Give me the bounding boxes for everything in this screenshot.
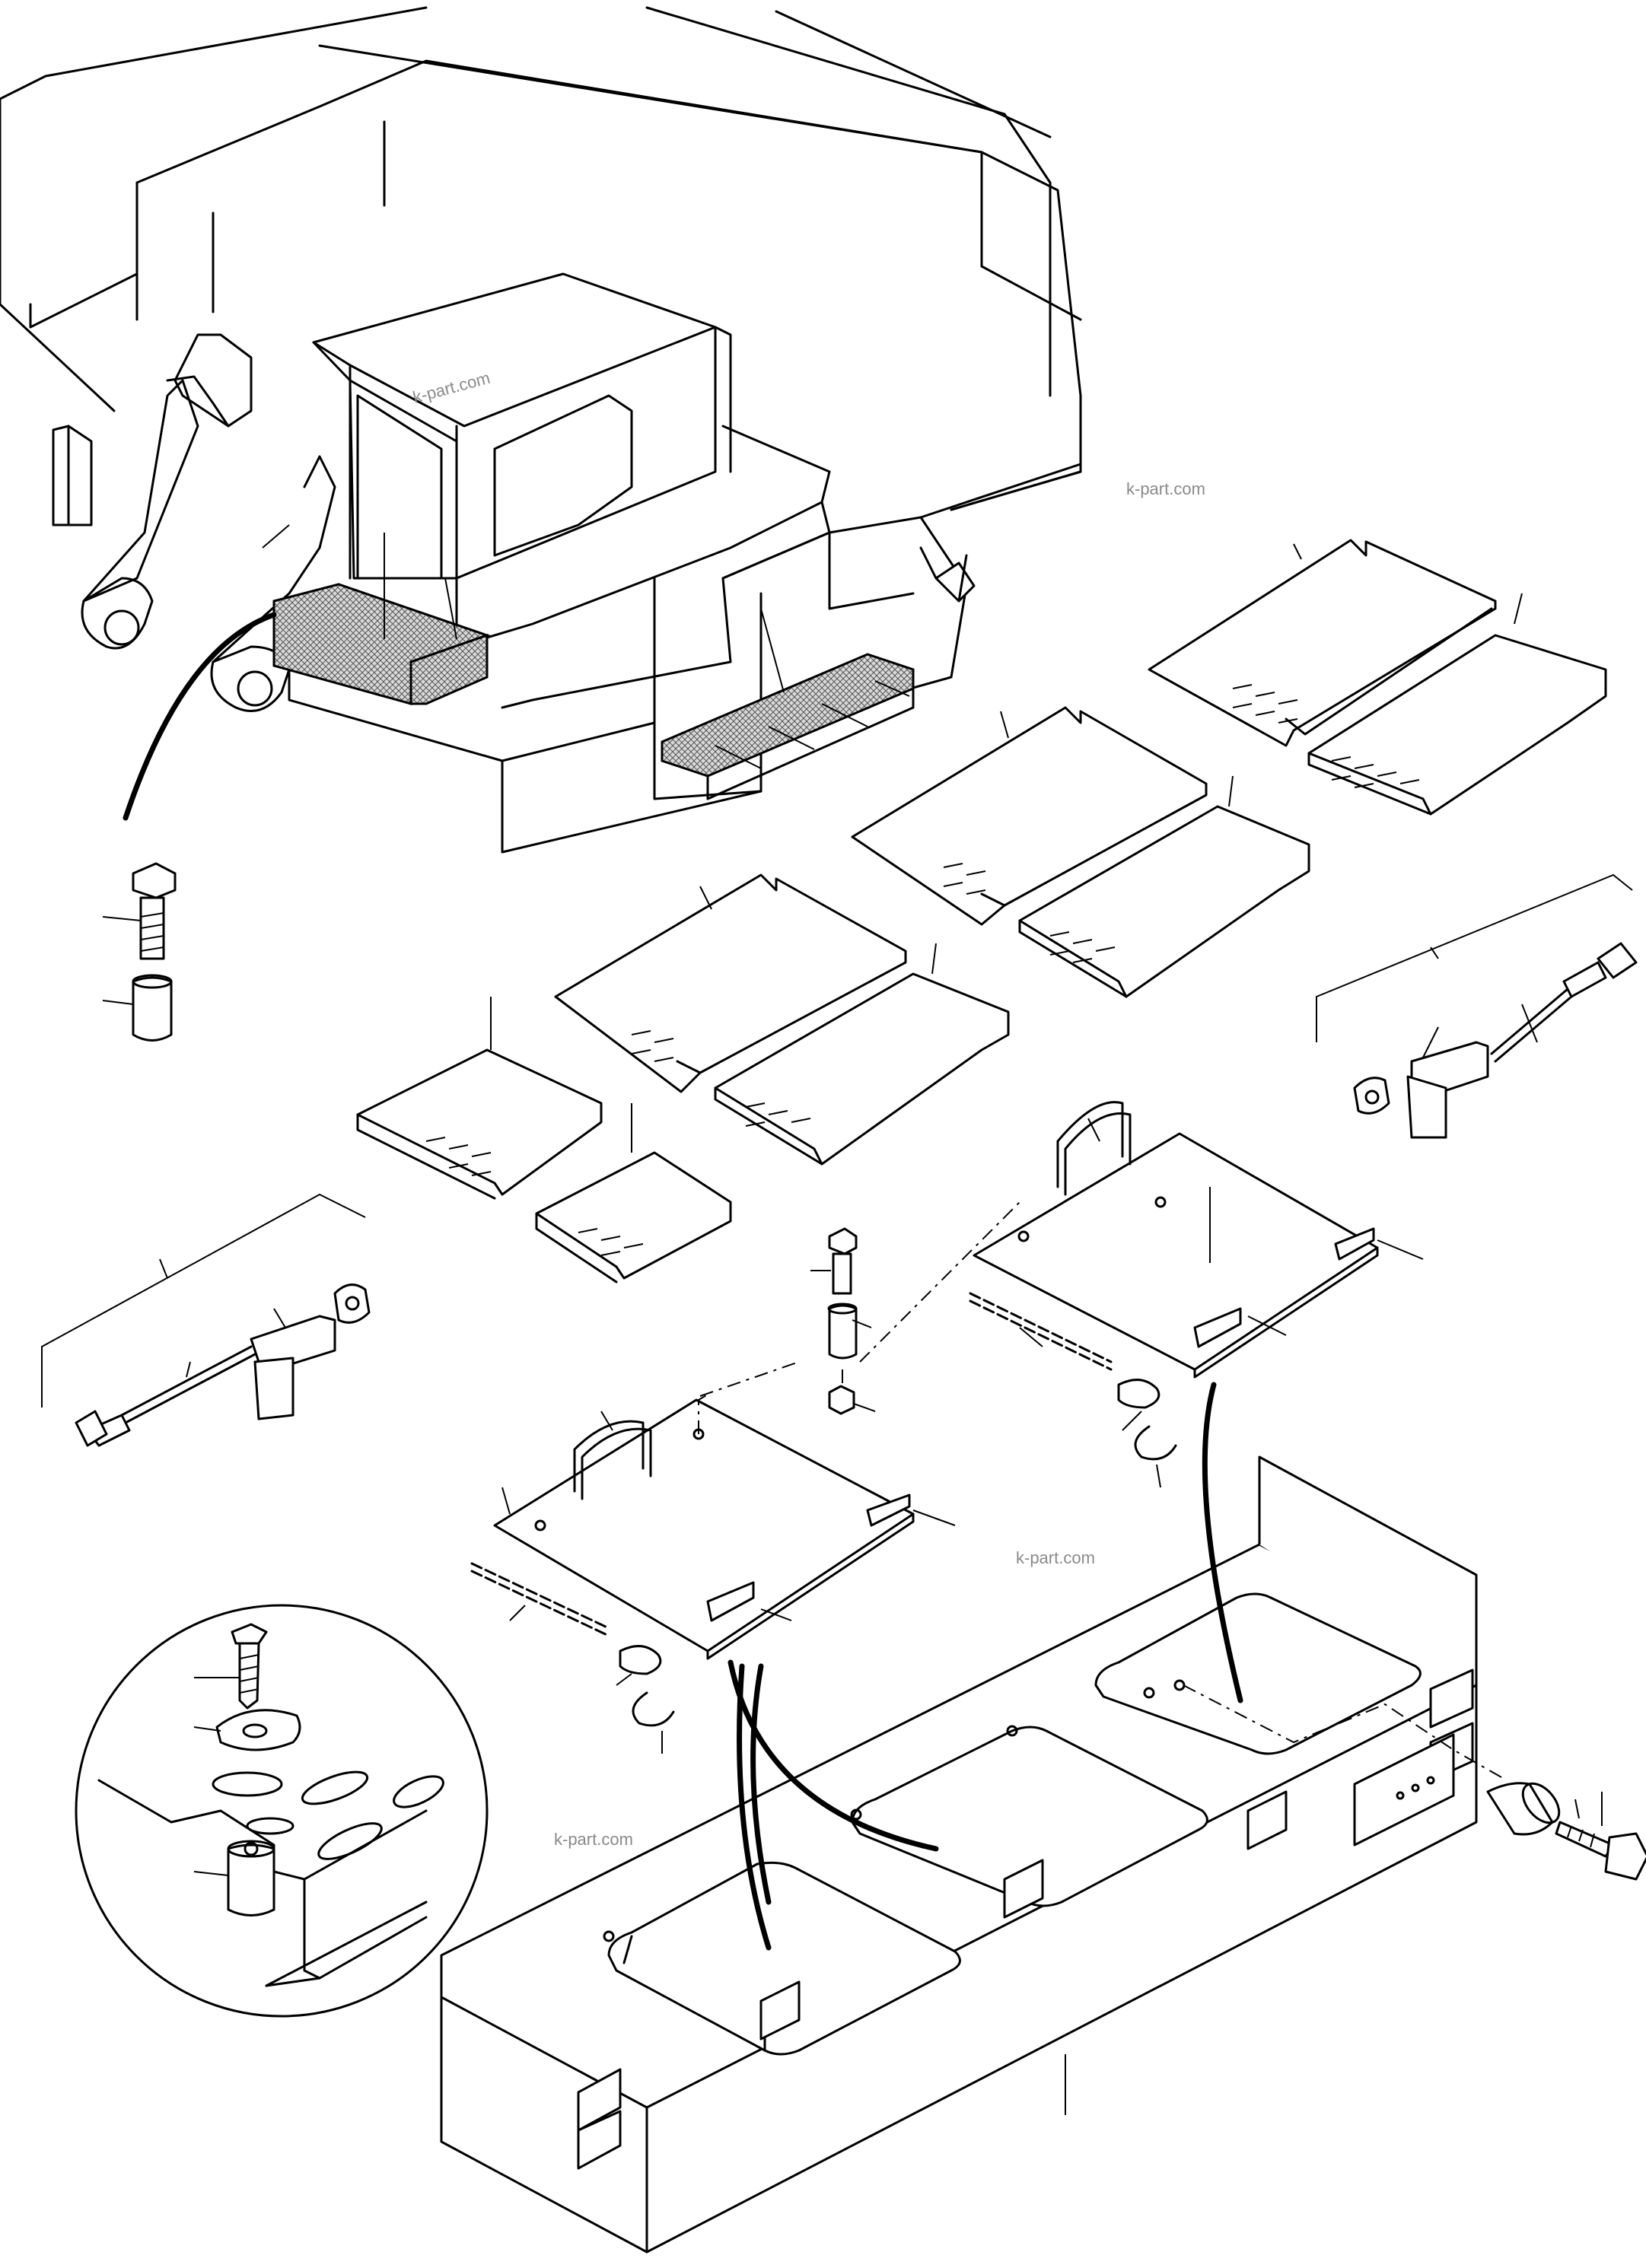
chain-right: [969, 1292, 1177, 1488]
mat-pair-1: [1148, 539, 1607, 816]
watermark: k-part.com: [554, 1830, 633, 1849]
hinge-4: [1246, 1790, 1288, 1850]
mat-pair-2: [851, 706, 1310, 998]
detail-circle: [75, 1604, 489, 2018]
step-right: [661, 653, 915, 778]
tie-rod-left: [41, 1193, 371, 1447]
watermark: k-part.com: [1126, 479, 1205, 498]
hinge-3: [1003, 1859, 1044, 1919]
hinge-5: [1429, 1668, 1474, 1729]
bracket-right: [1353, 1733, 1455, 1847]
bolt-spacer-left: [102, 862, 177, 1042]
watermark: k-part.com: [1016, 1548, 1095, 1567]
mat-single-large: [356, 997, 603, 1200]
cover-right: [973, 1101, 1424, 1379]
cover-left: [493, 1392, 956, 1660]
tool-box: [440, 1455, 1508, 2254]
hinge-1: [577, 2068, 622, 2132]
hinge-front-left: [577, 2110, 622, 2170]
center-bolt-stack: [699, 1201, 1020, 1415]
bolt-spacer-right: [1486, 1782, 1646, 1881]
curved-arrows: [727, 1382, 1243, 1951]
tie-rod-right: [1316, 873, 1638, 1139]
hinge-2: [759, 1980, 801, 2041]
mat-single-small: [535, 1103, 732, 1284]
machine-body: [0, 6, 1082, 854]
chain-left: [470, 1562, 675, 1754]
mat-pair-3: [554, 873, 1010, 1166]
